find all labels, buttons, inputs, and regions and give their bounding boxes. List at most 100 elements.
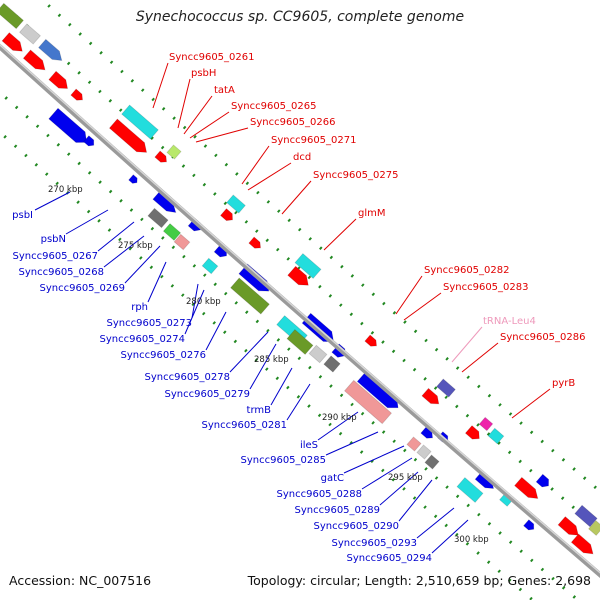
gene-label: tRNA-Leu4	[483, 316, 536, 327]
gene-block-green-a-shape	[162, 223, 182, 241]
label-connector	[286, 383, 311, 421]
gene-block-purple-a-shape	[436, 378, 456, 398]
gene-block-salmon-b-shape	[343, 379, 393, 425]
label-connector	[205, 311, 227, 351]
gene-block-red-k-shape	[421, 387, 440, 405]
gene-block-red-e	[108, 118, 148, 153]
gene-block-olive-c-shape	[286, 329, 314, 355]
gene-label: Syncc9605_0274	[100, 334, 186, 345]
gene-block-red-n	[570, 533, 594, 555]
gene-block-red-n-shape	[570, 533, 594, 555]
gene-block-red-c	[48, 70, 69, 89]
gene-label: psbH	[191, 68, 216, 79]
gene-block-gray-c	[308, 344, 328, 364]
gene-block-gray-d-shape	[323, 355, 341, 373]
gene-label: rph	[131, 302, 148, 313]
gene-block-cyan-d-shape	[294, 253, 322, 279]
gene-block-cyan-a	[121, 104, 159, 140]
gene-block-red-m-shape	[514, 476, 539, 499]
gene-block-red-c-shape	[48, 70, 69, 89]
label-connector	[395, 275, 423, 315]
gene-block-olive-a	[0, 2, 24, 30]
label-connector	[124, 245, 161, 284]
label-connector	[97, 221, 135, 252]
gene-block-cyan-f	[487, 427, 505, 445]
gene-block-cyan-b	[226, 194, 246, 214]
gene-label: Syncc9605_0278	[145, 372, 231, 383]
gene-label: Syncc9605_0279	[165, 389, 251, 400]
gene-label: Syncc9605_0293	[332, 538, 418, 549]
gene-block-red-a-shape	[1, 32, 23, 52]
gene-block-blue-n-shape	[535, 473, 550, 488]
gene-label: Syncc9605_0283	[443, 282, 529, 293]
gene-block-red-l-shape	[464, 425, 480, 440]
gene-block-blue-b-shape	[83, 135, 95, 147]
gene-block-red-f	[154, 150, 167, 163]
label-connector	[431, 519, 469, 554]
label-connector	[317, 411, 359, 441]
label-connector	[403, 292, 442, 321]
gene-block-steel-a-shape	[38, 38, 63, 61]
accession-text: Accession: NC_007516	[9, 573, 152, 588]
gene-label: psbN	[41, 234, 66, 245]
gene-block-cyan-d	[294, 253, 322, 279]
gene-label: Syncc9605_0286	[500, 332, 586, 343]
gene-block-cyan-f-shape	[487, 427, 505, 445]
gene-label: Syncc9605_0275	[313, 170, 399, 181]
gene-label: Syncc9605_0268	[19, 267, 105, 278]
gene-block-gray-a	[19, 23, 41, 45]
gene-block-red-o	[557, 516, 579, 536]
label-connector	[247, 162, 292, 191]
label-connector	[195, 127, 249, 143]
dotted-track-outer-1	[14, 14, 600, 533]
label-connector-lines	[34, 62, 551, 554]
gene-block-cyan-c-shape	[201, 257, 219, 275]
gene-label: Syncc9605_0273	[107, 318, 193, 329]
gene-block-magenta-a	[478, 416, 494, 432]
label-connector	[229, 331, 269, 373]
gene-label: Syncc9605_0289	[295, 505, 381, 516]
gene-block-red-e-shape	[108, 118, 148, 153]
gene-block-magenta-a-shape	[478, 416, 494, 432]
map-title: Synechococcus sp. CC9605, complete genom…	[135, 9, 465, 25]
gene-label: tatA	[214, 85, 235, 96]
label-connector	[379, 471, 419, 506]
gene-block-blue-b	[83, 135, 95, 147]
gene-label: Syncc9605_0269	[40, 283, 126, 294]
gene-block-olive-b-shape	[230, 277, 270, 315]
label-connector	[183, 95, 213, 135]
gene-block-green-a	[162, 223, 182, 241]
topology-text: Topology: circular; Length: 2,510,659 bp…	[247, 573, 591, 588]
label-connector	[103, 235, 145, 268]
label-connector	[177, 78, 191, 129]
kbp-tick-label: 300 kbp	[454, 535, 489, 545]
label-connector	[343, 445, 405, 474]
gene-label: glmM	[358, 208, 386, 219]
gene-block-red-d	[70, 88, 83, 101]
gene-block-olive-c	[286, 329, 314, 355]
gene-label: Syncc9605_0281	[202, 420, 288, 431]
label-connector	[270, 367, 293, 406]
kbp-tick-label: 275 kbp	[118, 241, 153, 251]
label-connector	[323, 218, 357, 251]
gene-block-cyan-c	[201, 257, 219, 275]
label-connector	[189, 111, 230, 139]
gene-label: Syncc9605_0265	[231, 101, 317, 112]
gene-block-olive-a-shape	[0, 2, 24, 30]
gene-label: Syncc9605_0276	[121, 350, 207, 361]
gene-block-red-d-shape	[70, 88, 83, 101]
gene-block-blue-o-shape	[523, 519, 535, 531]
kbp-tick-label: 290 kbp	[322, 413, 357, 423]
label-connector	[65, 209, 109, 235]
gene-label: Syncc9605_0261	[169, 52, 255, 63]
gene-block-salmon-b	[343, 379, 393, 425]
gene-block-gray-e	[416, 444, 432, 460]
kbp-tick-label: 270 kbp	[48, 185, 83, 195]
gene-block-lime-a	[166, 144, 182, 160]
dotted-track-inner-1	[0, 90, 581, 600]
gene-label: psbI	[12, 210, 33, 221]
gene-block-blue-c	[128, 174, 138, 184]
